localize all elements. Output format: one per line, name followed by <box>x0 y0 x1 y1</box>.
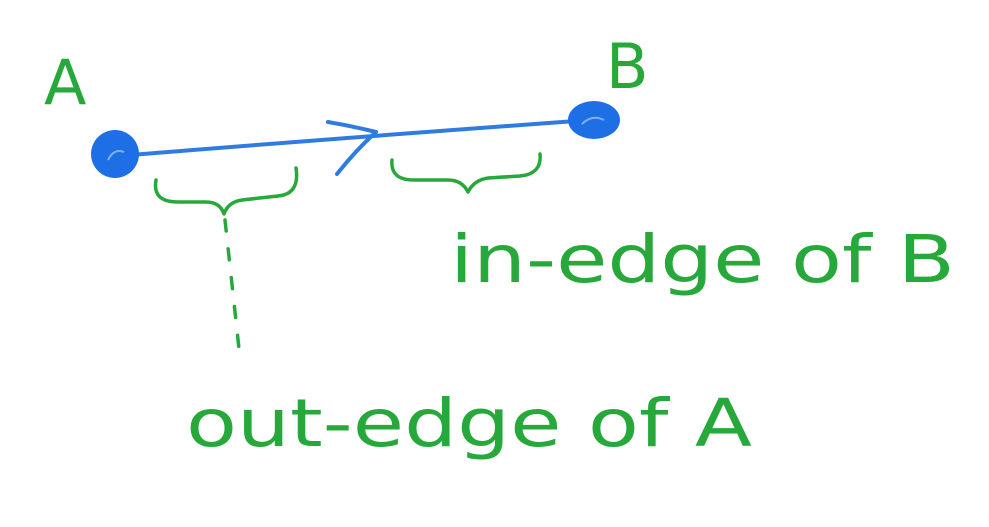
node-a-label: A <box>44 46 86 119</box>
node-b <box>568 101 620 139</box>
out-edge-annotation: out-edge of A <box>186 385 752 462</box>
edge-a-to-b <box>116 118 592 158</box>
in-edge-brace <box>390 152 542 194</box>
node-a <box>91 130 139 178</box>
out-edge-leader-line <box>223 218 242 360</box>
out-edge-brace <box>153 166 299 216</box>
edge-arrowhead-icon <box>326 120 378 176</box>
node-b-label: B <box>606 30 649 103</box>
in-edge-annotation: in-edge of B <box>450 221 955 298</box>
